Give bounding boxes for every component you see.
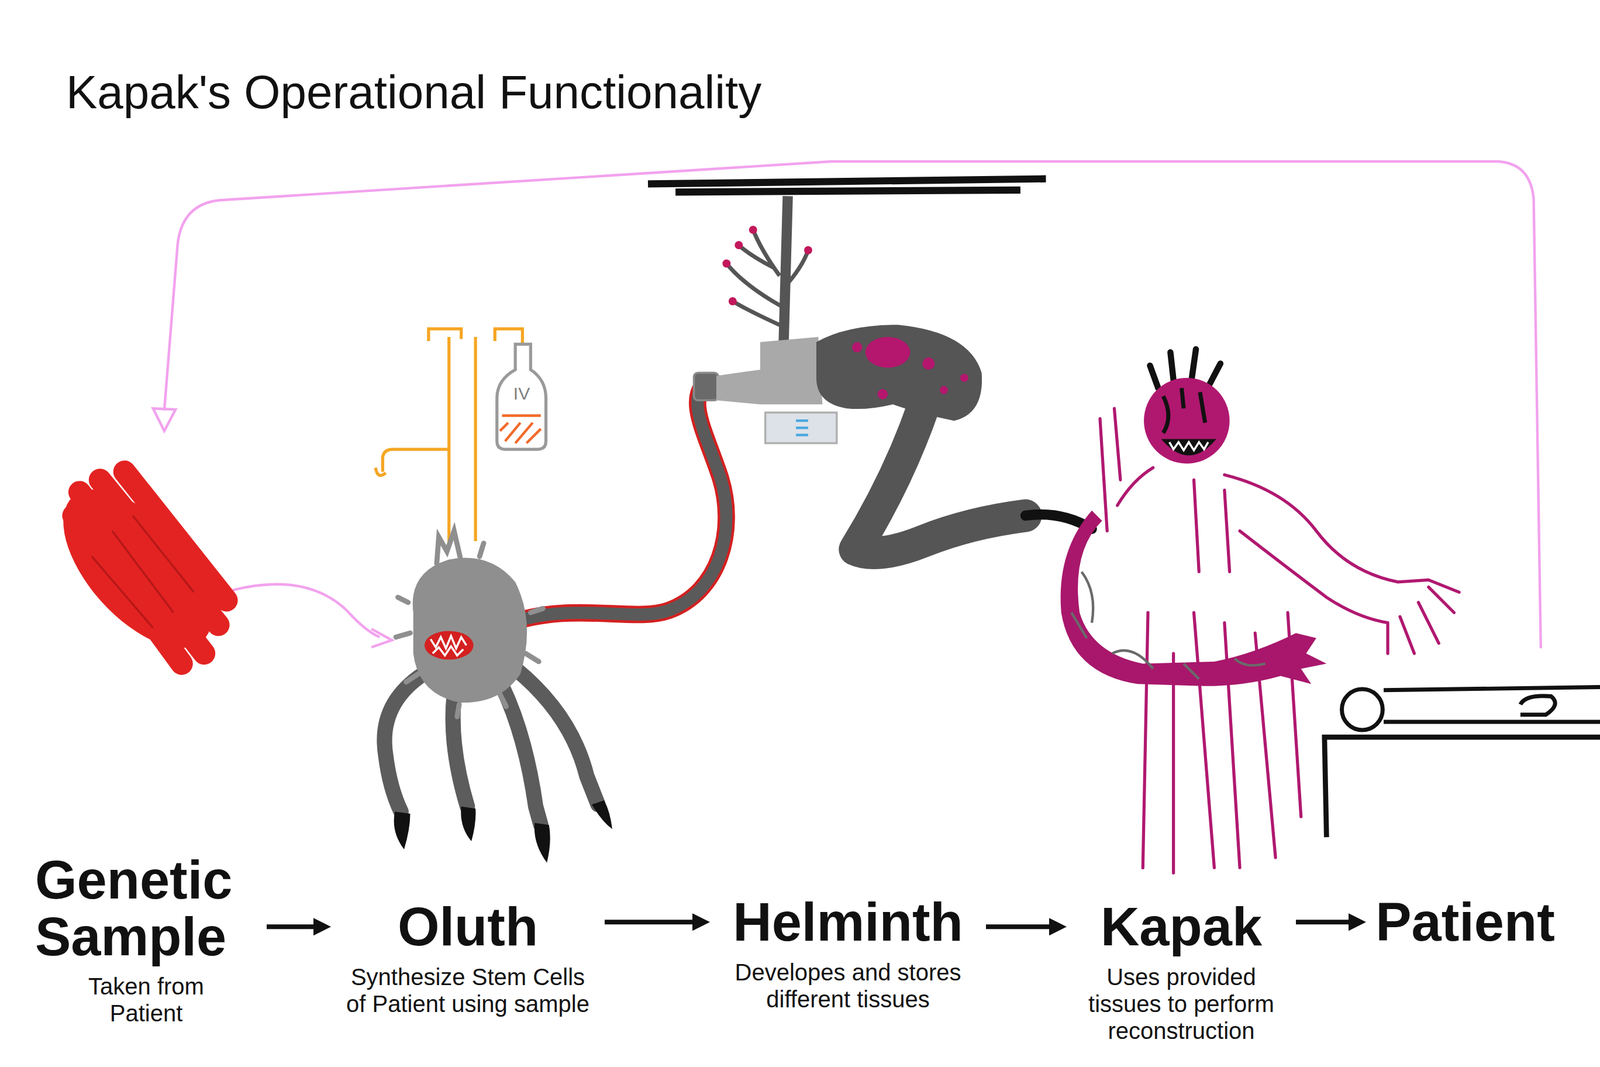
branch-bud [734, 240, 743, 250]
branch-bud [804, 246, 813, 255]
process-stage: Genetic SampleTaken from Patient [29, 847, 264, 1030]
oluth-hose-edge [505, 381, 727, 625]
kapak-vines [1071, 571, 1266, 679]
oluth-hose [505, 381, 727, 625]
stage-name: Oluth [397, 898, 539, 955]
iv-bottle [497, 343, 547, 450]
branch-bud [722, 259, 731, 268]
ceiling-mount [647, 178, 1047, 193]
sample-arrowhead [371, 628, 392, 647]
return-arrowhead [153, 408, 176, 431]
branch-bud [749, 225, 758, 234]
flow-arrow [1295, 919, 1360, 924]
bottle-label: IV [513, 383, 530, 403]
stage-description: Developes and stores different tissues [719, 958, 977, 1013]
helminth-panel [765, 412, 837, 443]
kapak-outline [1100, 408, 1460, 873]
kapak-arm [1060, 510, 1327, 686]
helminth-branches [726, 229, 809, 327]
stage-description: Synthesize Stem Cells of Patient using s… [340, 963, 596, 1017]
panel-indicators [795, 420, 809, 435]
genetic-sample-blob [36, 463, 239, 674]
helminth-stalk [783, 195, 788, 343]
kapak-head-stripes [1163, 387, 1206, 433]
helminth-housing [716, 336, 823, 405]
helminth-spots [852, 342, 969, 400]
bed [1324, 736, 1600, 837]
flow-arrow [266, 923, 324, 929]
patient-head [1342, 688, 1384, 730]
helminth-spot [865, 336, 911, 368]
flow-arrow [604, 919, 703, 924]
sample-arrow [232, 584, 380, 637]
oluth-body [412, 557, 527, 703]
stage-name: Patient [1375, 893, 1555, 951]
stage-description: Uses provided tissues to perform reconst… [1076, 963, 1287, 1044]
iv-fluid [500, 415, 541, 443]
process-stage: KapakUses provided tissues to perform re… [1070, 894, 1293, 1048]
process-stage: Patient [1369, 890, 1561, 954]
stage-name: Helminth [732, 893, 964, 951]
oluth-mouth [424, 630, 474, 660]
stage-name: Genetic Sample [35, 851, 258, 965]
flow-arrow [985, 923, 1060, 929]
oluth-teeth [430, 635, 467, 655]
return-arrow [164, 161, 1541, 648]
genetic-sample-texture [91, 515, 194, 628]
stage-name: Kapak [1100, 898, 1262, 955]
helminth-head [816, 324, 982, 421]
kapak-mouth [1161, 439, 1217, 456]
patient-body [1383, 687, 1600, 722]
helminth-tail [854, 406, 1026, 554]
diagram-title: Kapak's Operational Functionality [66, 65, 762, 120]
helminth-nozzle [694, 372, 719, 400]
stage-description: Taken from Patient [70, 972, 223, 1027]
oluth-hairs [395, 530, 543, 717]
kapak-head [1143, 377, 1230, 464]
oluth-claws [394, 800, 613, 862]
genetic-sample-scribble [73, 471, 227, 664]
branch-bud [728, 297, 737, 306]
process-stage: HelminthDevelopes and stores different t… [713, 890, 983, 1016]
process-stage: OluthSynthesize Stem Cells of Patient us… [334, 894, 602, 1021]
kapak-teeth [1169, 442, 1209, 451]
